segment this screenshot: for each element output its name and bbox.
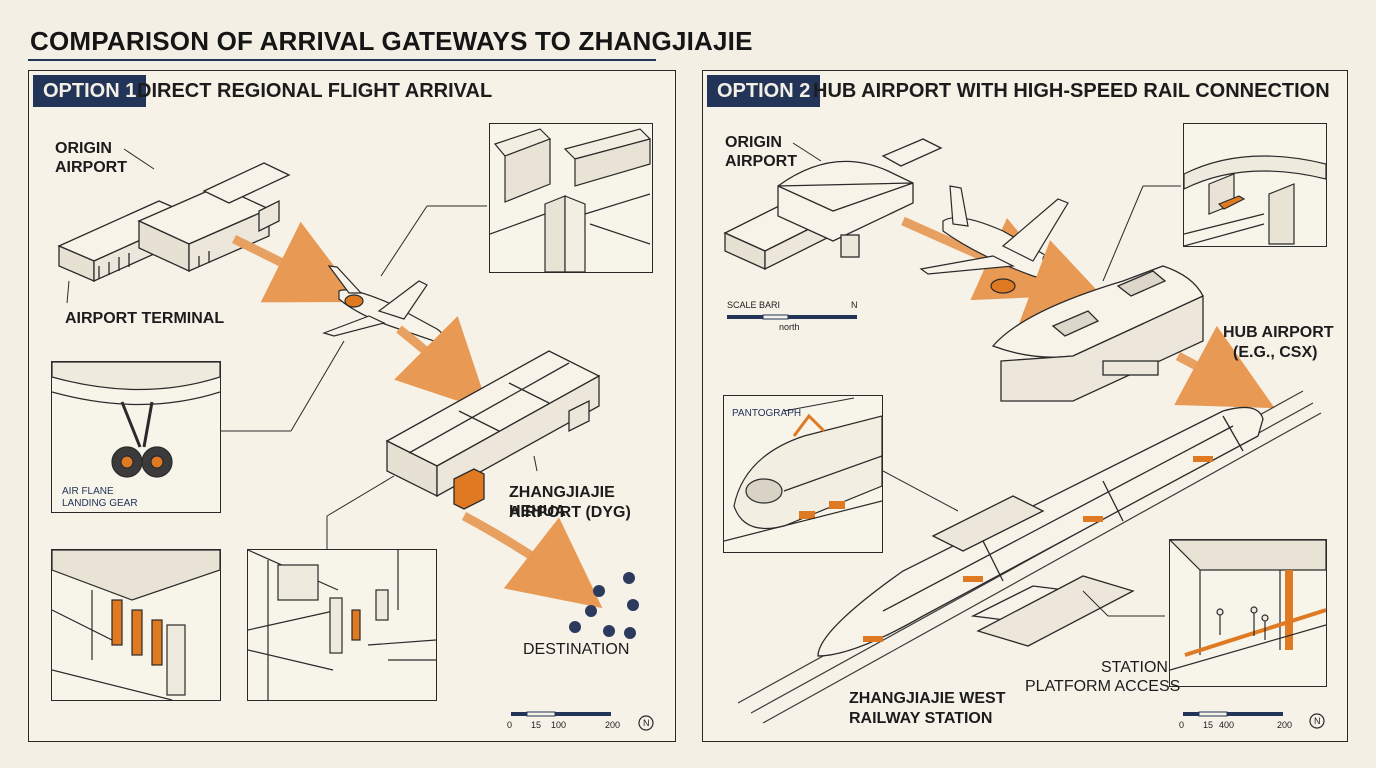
scale2-tick-2: 400 — [1219, 720, 1235, 730]
origin-airport2-label-2: AIRPORT — [725, 153, 797, 170]
scale1-tick-2: 100 — [551, 720, 567, 730]
platform-label-2: PLATFORM ACCESS — [1025, 678, 1181, 695]
platform-sketch — [1168, 539, 1327, 671]
option2-panel: OPTION 2 HUB AIRPORT WITH HIGH-SPEED RAI… — [702, 70, 1348, 742]
option1-scale-bar — [511, 711, 654, 731]
scale2-tick-3: 200 — [1277, 720, 1293, 730]
option1-badge: OPTION 1 — [33, 75, 147, 107]
hub-airport-building — [991, 265, 1204, 402]
station-platform — [931, 495, 1135, 647]
landing-gear-label-1: AIR FLANE — [62, 486, 114, 497]
scale2-tick-0: 0 — [1179, 720, 1185, 730]
north-arrow-icon-2: N — [1314, 716, 1321, 726]
hehua-airport-label-1: ZHANGJIAJIE HEHUA — [509, 484, 615, 520]
pantograph-sketch — [723, 397, 883, 542]
station-label-2: RAILWAY STATION — [849, 710, 993, 727]
origin-airport-label-2: AIRPORT — [55, 159, 127, 176]
terminal-structure-sketch — [489, 128, 652, 273]
landing-gear-label-2: LANDING GEAR — [62, 498, 138, 509]
scale2-tick-1: 15 — [1203, 720, 1214, 730]
pantograph-inset: PANTOGRAPH — [723, 395, 883, 553]
landing-gear-inset: AIR FLANE LANDING GEAR — [51, 361, 221, 513]
north-arrow-icon: N — [643, 718, 650, 728]
destination-label: DESTINATION — [523, 641, 630, 658]
hub-terminal-sketch — [1183, 155, 1327, 247]
gate-sketch — [51, 549, 221, 701]
hub-terminal-inset — [1183, 123, 1327, 247]
pantograph-label: PANTOGRAPH — [732, 408, 802, 419]
scale-bar-sub: north — [779, 322, 800, 332]
hub-airport-label-1: HUB AIRPORT — [1223, 324, 1334, 341]
scale1-tick-0: 0 — [507, 720, 513, 730]
hehua-airport-building — [385, 350, 601, 510]
gate-inset — [51, 549, 221, 701]
page-title: COMPARISON OF ARRIVAL GATEWAYS TO ZHANGJ… — [30, 26, 753, 56]
hehua-airport-label-2: AIRPORT (DYG) — [509, 504, 631, 521]
scale1-tick-1: 15 — [531, 720, 542, 730]
destination-dots — [569, 572, 639, 639]
origin-terminal-building — [57, 162, 291, 283]
high-speed-train — [817, 406, 1264, 657]
option2-scale-bar — [1183, 711, 1325, 729]
option2-badge: OPTION 2 — [707, 75, 821, 107]
airport-terminal-label: AIRPORT TERMINAL — [65, 310, 225, 327]
option1-panel: OPTION 1 DIRECT REGIONAL FLIGHT ARRIVAL — [28, 70, 676, 742]
platform-label-1: STATION — [1101, 659, 1168, 676]
station-label-1: ZHANGJIAJIE WEST — [849, 690, 1006, 707]
landing-gear-sketch — [51, 361, 221, 478]
option1-drawing — [57, 148, 654, 731]
title-underline — [28, 59, 656, 61]
origin-airport2-label-1: ORIGIN — [725, 134, 782, 151]
scale-bar-title: SCALE BARI — [727, 300, 781, 310]
scale-bar-north: N — [851, 300, 858, 310]
option2-heading: HUB AIRPORT WITH HIGH-SPEED RAIL CONNECT… — [813, 80, 1330, 102]
origin-airport-label-1: ORIGIN — [55, 140, 112, 157]
option1-heading: DIRECT REGIONAL FLIGHT ARRIVAL — [137, 80, 493, 102]
origin-airport-building-2 — [723, 138, 943, 271]
hub-airport-label-2: (E.G., CSX) — [1233, 344, 1318, 361]
scale1-tick-3: 200 — [605, 720, 621, 730]
option2-drawing — [723, 138, 1325, 729]
terminal-structure-inset — [489, 123, 653, 273]
arrival-hall-inset — [247, 549, 437, 701]
option2-top-scale-bar — [727, 314, 857, 320]
arrival-hall-sketch — [247, 549, 437, 700]
regional-jet — [322, 265, 443, 342]
platform-inset — [1168, 539, 1327, 687]
